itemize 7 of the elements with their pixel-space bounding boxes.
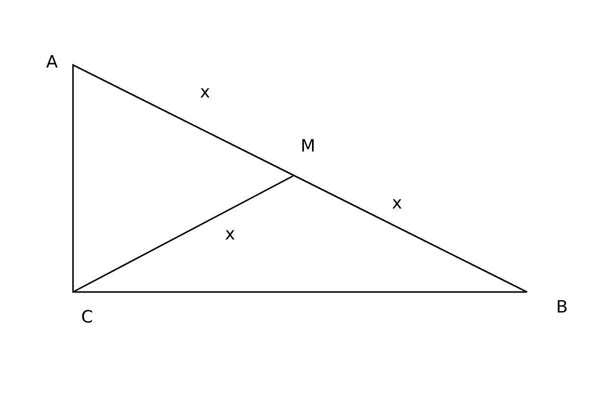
segment-label: x <box>224 226 236 244</box>
vertex-label: C <box>81 310 93 326</box>
vertex-label: A <box>46 54 58 72</box>
vertex-label: B <box>556 300 568 316</box>
segment-label: x <box>392 196 402 212</box>
point-label: M <box>300 138 316 156</box>
segment-label: x <box>200 84 210 102</box>
